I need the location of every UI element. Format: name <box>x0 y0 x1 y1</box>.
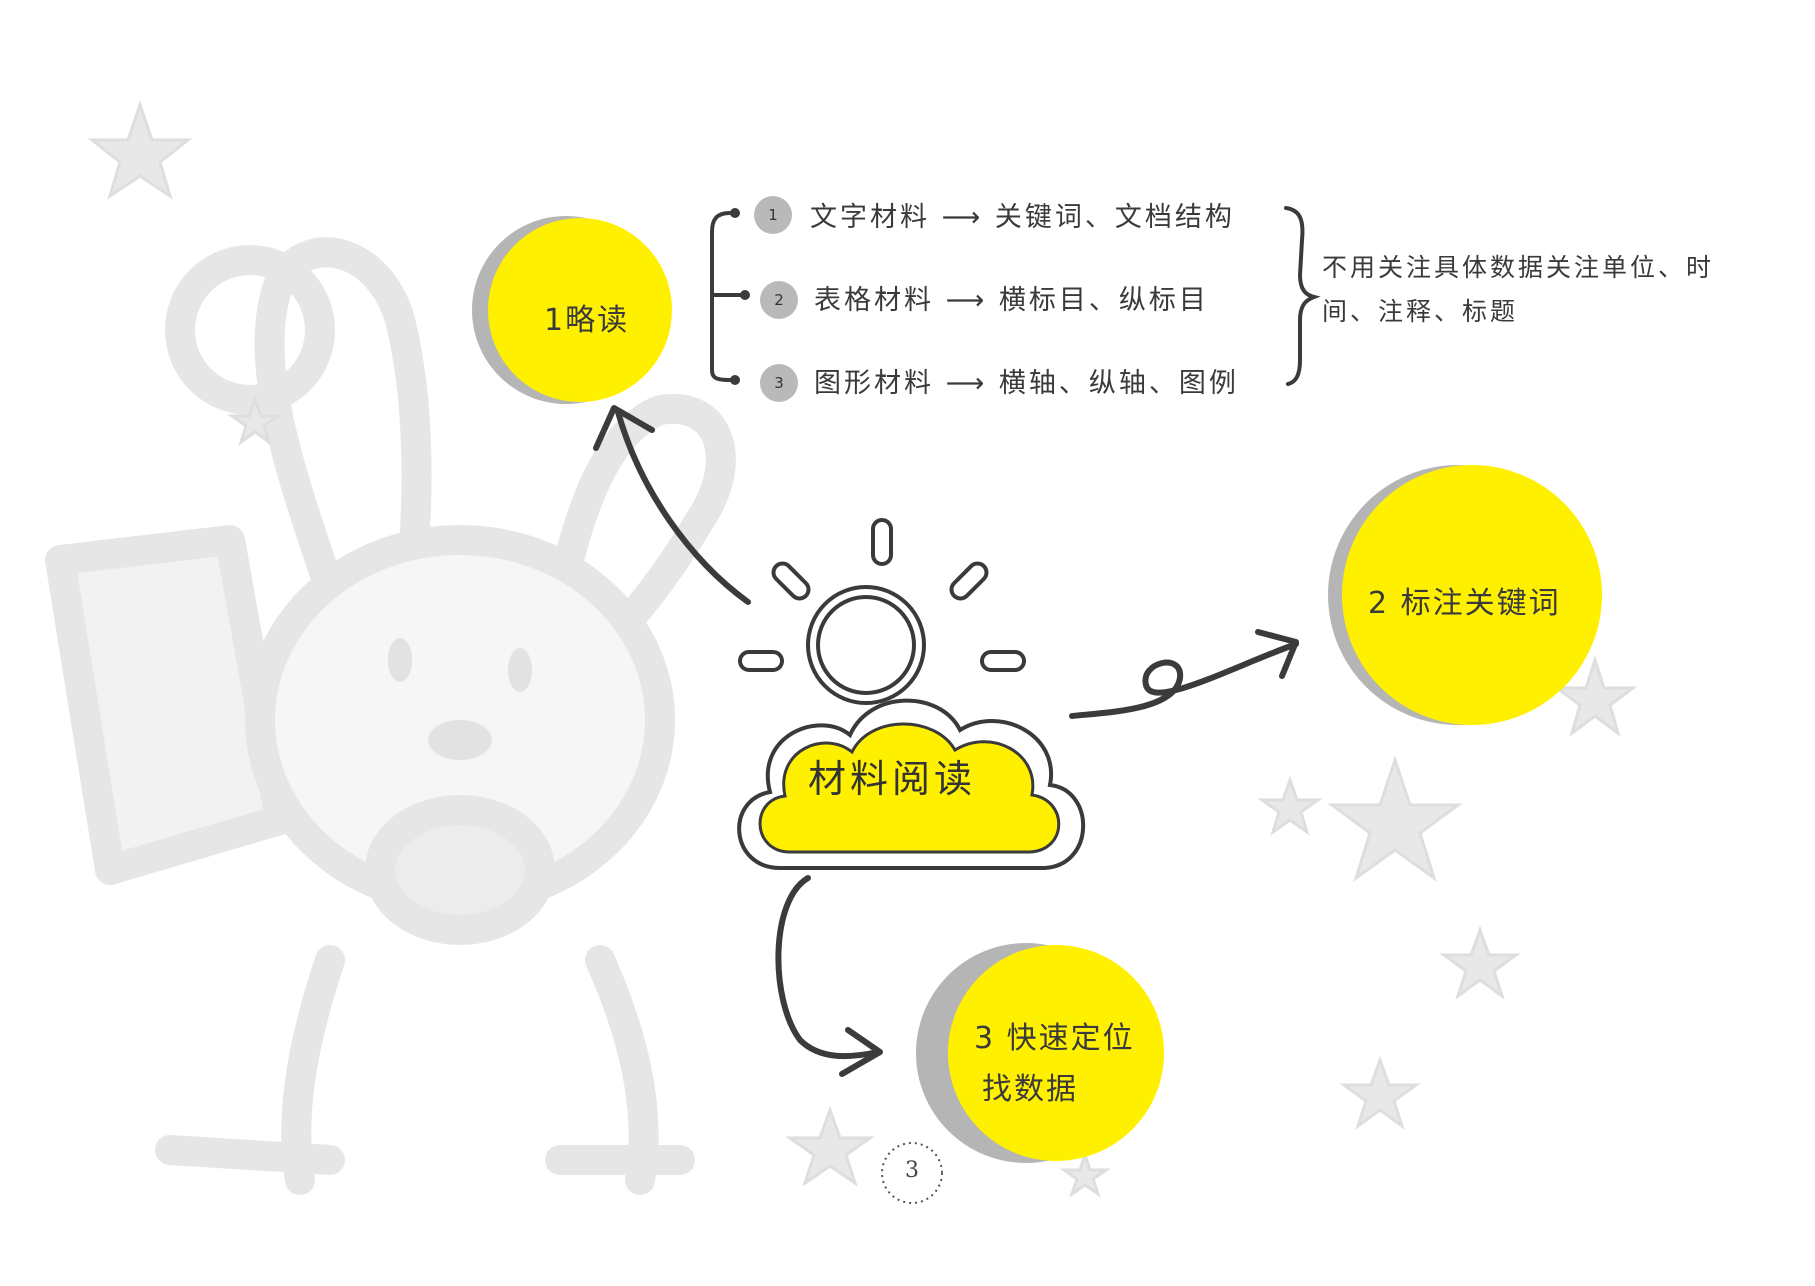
skim-node-label: 1略读 <box>544 303 630 338</box>
skim-note: 不用关注具体数据关注单位、时间、注释、标题 <box>1322 253 1715 326</box>
page-number-ring <box>881 1142 943 1204</box>
page-number: 3 <box>905 1158 919 1183</box>
branch-brace-right <box>1284 206 1321 386</box>
mark-node <box>1328 465 1602 725</box>
cloud-icon <box>737 698 1086 870</box>
branch-number-badge: 2 <box>760 281 798 319</box>
skim-node <box>472 216 672 404</box>
star-icon <box>87 100 1638 1198</box>
locate-node <box>916 943 1164 1163</box>
mark-node-label: 2 标注关键词 <box>1368 586 1561 621</box>
arrow-to-skim <box>593 405 751 605</box>
branch-item-text-material: 文字材料 ⟶ 关键词、文档结构 <box>810 202 1235 233</box>
branch-item-table-material: 表格材料 ⟶ 横标目、纵标目 <box>814 285 1209 316</box>
center-title: 材料阅读 <box>808 757 977 801</box>
sun-icon <box>738 518 1026 705</box>
rabbit-face <box>388 638 532 760</box>
arrow-to-locate <box>775 875 883 1077</box>
arrow-to-mark <box>1069 629 1299 719</box>
branch-number-badge: 1 <box>754 196 792 234</box>
branch-brace-left <box>710 211 747 382</box>
locate-node-label-line2: 找数据 <box>982 1072 1078 1107</box>
locate-node-label-line1: 3 快速定位 <box>974 1021 1135 1056</box>
branch-dots <box>730 208 750 385</box>
branch-number-badge: 3 <box>760 364 798 402</box>
branch-item-graph-material: 图形材料 ⟶ 横轴、纵轴、图例 <box>814 368 1239 399</box>
